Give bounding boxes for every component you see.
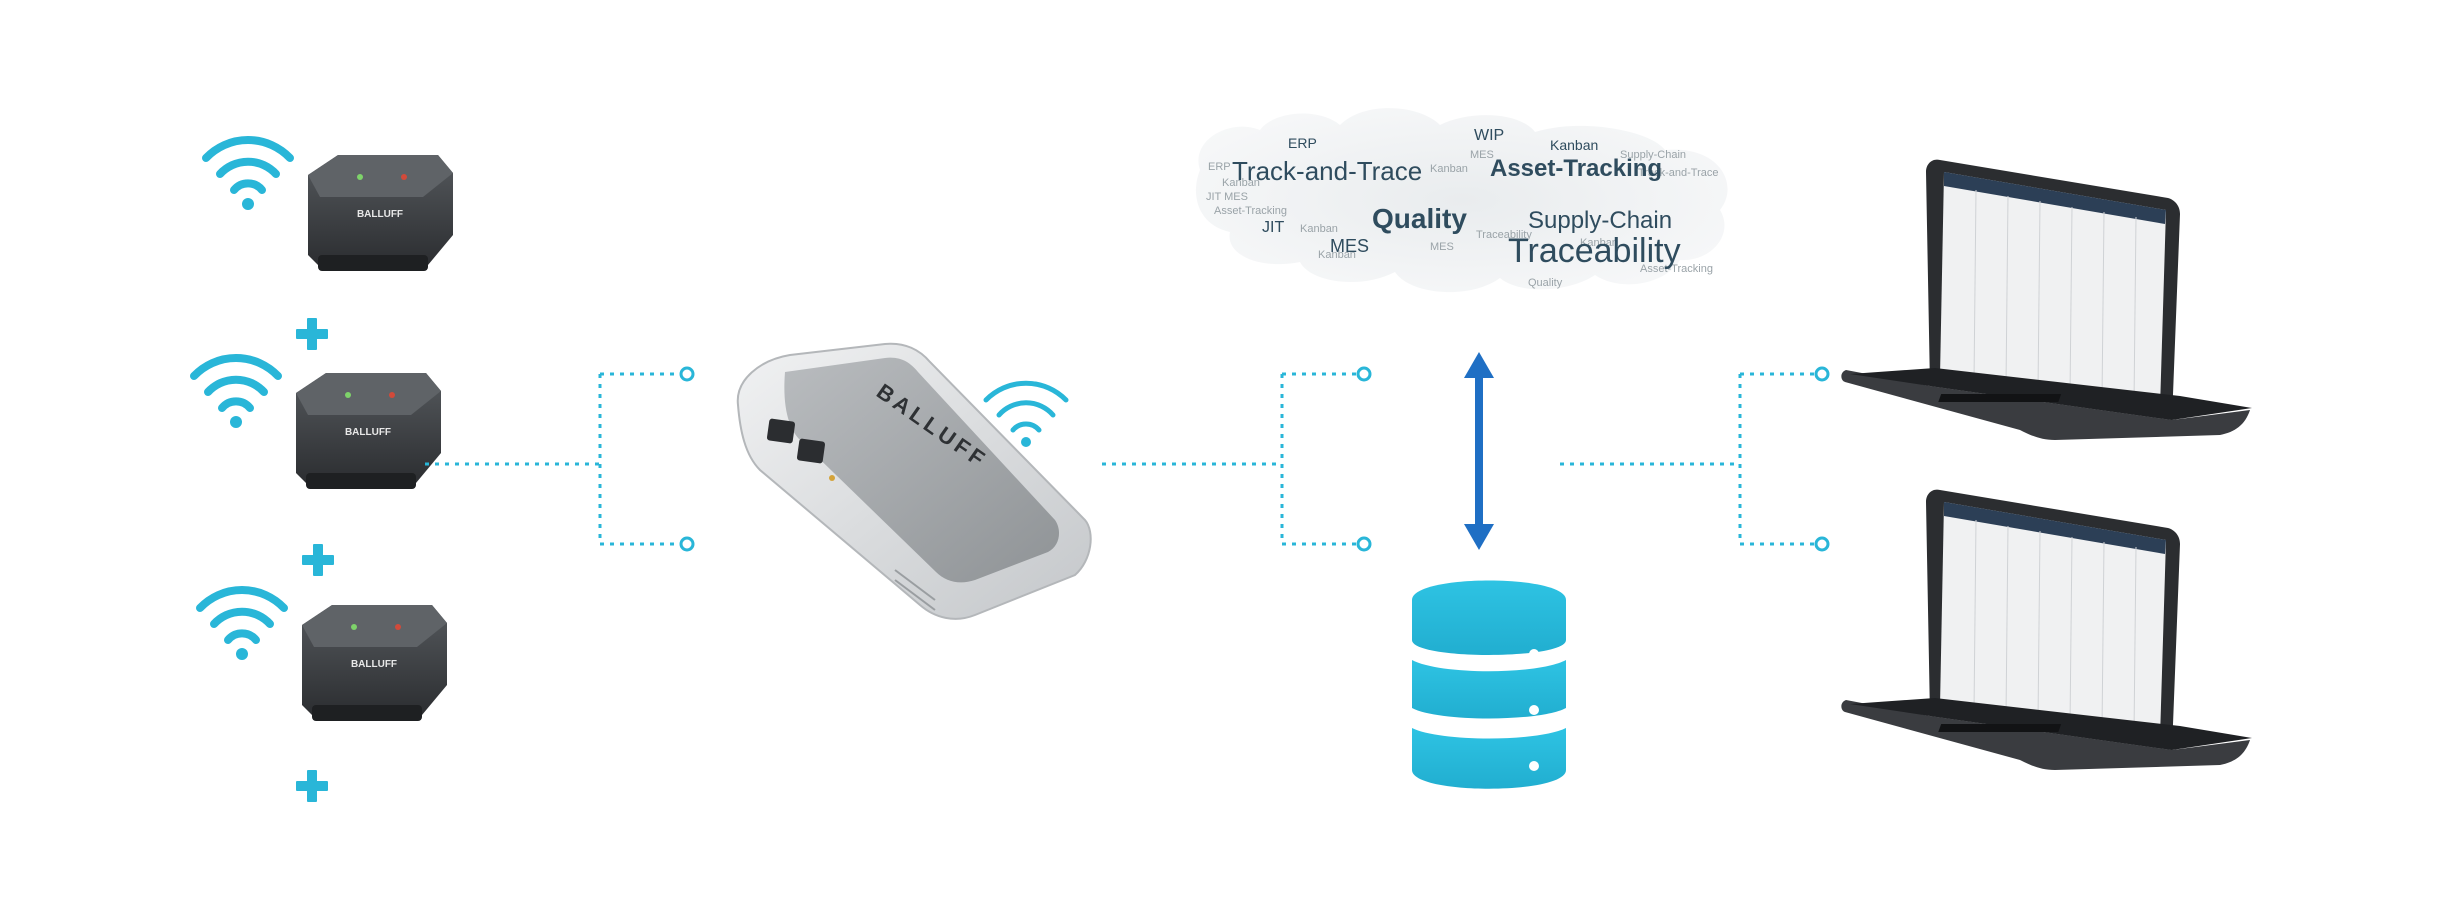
database-icon — [1412, 580, 1566, 789]
plus-icon — [296, 318, 328, 350]
connector-node — [1814, 536, 1830, 552]
svg-text:Traceability: Traceability — [1476, 229, 1532, 241]
keyword-track-and-trace: Track-and-Trace — [1232, 156, 1422, 186]
wifi-icon — [196, 586, 288, 660]
tag-column: BALLUFF BALLUFF — [190, 136, 453, 802]
svg-text:Supply-Chain: Supply-Chain — [1620, 149, 1686, 161]
keyword-quality: Quality — [1372, 203, 1467, 234]
plus-icon — [302, 544, 334, 576]
laptop-screen-columns — [1973, 189, 2137, 405]
tag-device: BALLUFF — [308, 155, 453, 271]
plus-icon — [296, 770, 328, 802]
keyword-filler: ERP Kanban JIT MES Asset-Tracking MES Ka… — [1206, 149, 1718, 289]
wifi-icon — [983, 380, 1069, 447]
wifi-icon — [202, 136, 294, 210]
keyword-supply-chain: Supply-Chain — [1528, 207, 1672, 234]
connector-node — [679, 366, 695, 382]
double-arrow-icon — [1464, 352, 1494, 550]
connector-node — [1356, 536, 1372, 552]
keyword-traceability: Traceability — [1508, 232, 1681, 270]
sensor-tag-2: BALLUFF — [190, 354, 441, 489]
connector-node — [1814, 366, 1830, 382]
connector-node — [679, 536, 695, 552]
svg-text:Asset-Tracking: Asset-Tracking — [1640, 263, 1713, 275]
keyword-cloud: ERP Kanban JIT MES Asset-Tracking MES Ka… — [1195, 108, 1728, 293]
svg-text:Kanban: Kanban — [1430, 163, 1468, 175]
laptop-1 — [1841, 159, 2252, 440]
tag-brand-label: BALLUFF — [345, 427, 391, 438]
connector-node — [1356, 366, 1372, 382]
wifi-icon — [190, 354, 282, 428]
svg-text:Quality: Quality — [1528, 277, 1563, 289]
gateway-device: BALLUFF — [736, 342, 1092, 620]
svg-text:MES: MES — [1470, 149, 1494, 161]
laptop-2 — [1841, 489, 2252, 770]
tag-brand-label: BALLUFF — [351, 659, 397, 670]
connector-gateway-to-server — [1102, 372, 1358, 546]
svg-text:Kanban: Kanban — [1300, 223, 1338, 235]
keyword-jit: JIT — [1262, 219, 1284, 236]
svg-text:Track-and-Trace: Track-and-Trace — [1638, 167, 1718, 179]
laptop-screen-columns — [1973, 519, 2137, 735]
keyword-wip: WIP — [1474, 127, 1504, 144]
connector-tags-to-gateway — [425, 372, 680, 546]
keyword-kanban: Kanban — [1550, 137, 1598, 153]
keyword-erp: ERP — [1288, 135, 1317, 151]
sensor-tag-3: BALLUFF — [196, 586, 447, 721]
svg-text:MES: MES — [1430, 241, 1454, 253]
svg-text:JIT MES: JIT MES — [1206, 191, 1248, 203]
tag-brand-label: BALLUFF — [357, 209, 403, 220]
sensor-tag-1: BALLUFF — [202, 136, 453, 271]
svg-text:Asset-Tracking: Asset-Tracking — [1214, 205, 1287, 217]
keyword-mes: MES — [1330, 236, 1369, 256]
connector-server-to-clients — [1560, 372, 1816, 546]
svg-text:ERP: ERP — [1208, 161, 1231, 173]
svg-text:Kanban: Kanban — [1222, 177, 1260, 189]
svg-text:Kanban: Kanban — [1318, 249, 1356, 261]
svg-text:Kanban: Kanban — [1580, 237, 1618, 249]
tag-device: BALLUFF — [296, 373, 441, 489]
tag-device: BALLUFF — [302, 605, 447, 721]
keyword-asset-tracking: Asset-Tracking — [1490, 155, 1662, 182]
